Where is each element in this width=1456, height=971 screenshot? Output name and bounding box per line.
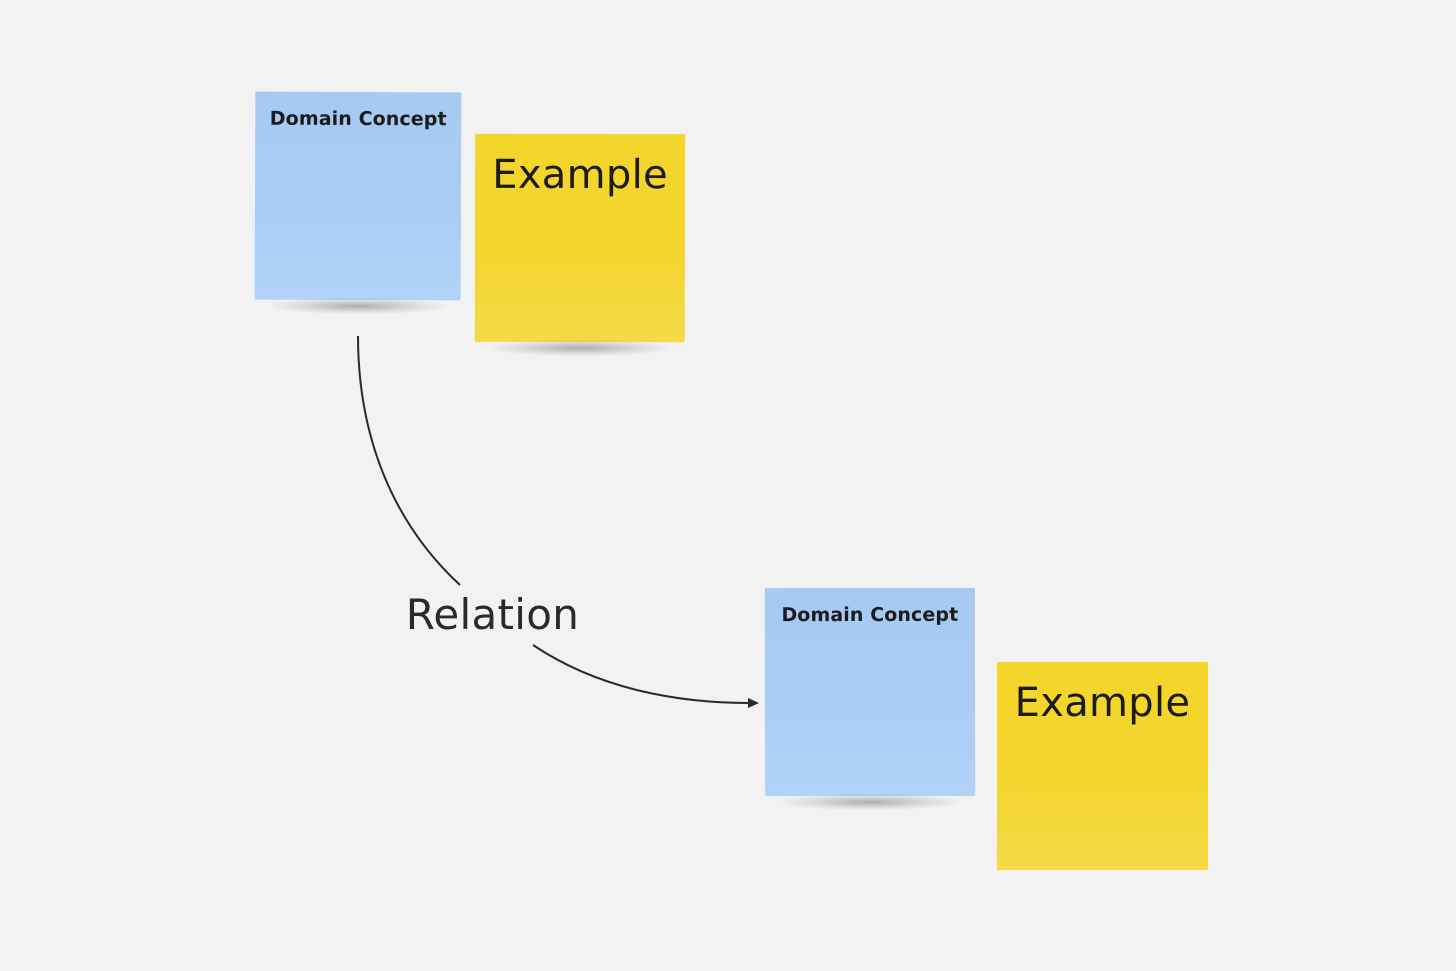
sticky-note-example[interactable]: Example xyxy=(997,662,1208,884)
sticky-note-label: Domain Concept xyxy=(269,107,447,131)
sticky-note-label: Example xyxy=(492,151,668,199)
sticky-note-domain-concept[interactable]: Domain Concept xyxy=(254,91,462,301)
relation-label[interactable]: Relation xyxy=(405,590,580,639)
sticky-note-example[interactable]: Example xyxy=(474,133,686,343)
arrowhead-icon xyxy=(748,698,759,708)
sticky-note-domain-concept[interactable]: Domain Concept xyxy=(764,587,976,797)
relation-connector-upper-curve[interactable] xyxy=(357,335,461,586)
sticky-note-label: Example xyxy=(1014,680,1191,726)
sticky-note-label: Domain Concept xyxy=(781,603,959,627)
relation-connector-lower-curve[interactable] xyxy=(532,644,751,704)
